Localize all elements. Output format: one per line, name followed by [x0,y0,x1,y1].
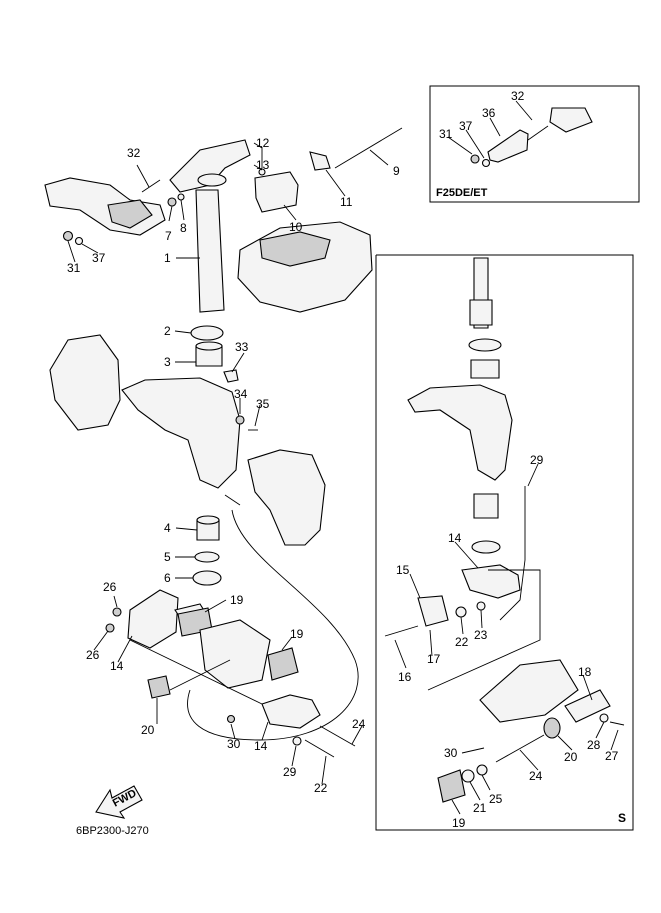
callout-37a: 37 [92,251,106,265]
callout-14a: 14 [110,659,124,673]
callout-31b: 31 [439,127,453,141]
callout-22b: 22 [455,635,469,649]
callout-24b: 24 [529,769,543,783]
callout-5: 5 [164,550,171,564]
callout-29a: 29 [283,765,297,779]
callout-19a: 19 [230,593,244,607]
callout-33: 33 [235,340,249,354]
section-marker-s: S [618,811,626,825]
callout-14c: 14 [448,531,462,545]
callout-14b: 14 [254,739,268,753]
inset-box [429,85,640,203]
callout-26a: 26 [103,580,117,594]
callout-32b: 32 [511,89,525,103]
callout-4: 4 [164,521,171,535]
callout-35: 35 [256,397,270,411]
callout-29b: 29 [530,453,544,467]
callout-23: 23 [474,628,488,642]
callout-27: 27 [605,749,619,763]
callouts: 1 2 3 4 5 6 7 8 9 10 11 12 13 14 14 14 1… [67,89,619,830]
callout-8: 8 [180,221,187,235]
callout-22a: 22 [314,781,328,795]
callout-6: 6 [164,571,171,585]
callout-37b: 37 [459,119,473,133]
callout-36: 36 [482,106,496,120]
callout-18: 18 [578,665,592,679]
callout-25: 25 [489,792,503,806]
callout-13: 13 [256,158,270,172]
callout-2: 2 [164,324,171,338]
callout-19c: 19 [452,816,466,830]
detail-box-s [375,254,634,831]
callout-10: 10 [289,220,303,234]
inset-model-label: F25DE/ET [436,187,488,199]
callout-32a: 32 [127,146,141,160]
callout-30a: 30 [227,737,241,751]
callout-17: 17 [427,652,441,666]
callout-31a: 31 [67,261,81,275]
leader-lines [67,100,619,815]
callout-12: 12 [256,136,270,150]
callout-24a: 24 [352,717,366,731]
callout-11: 11 [340,195,353,209]
main-assembly [44,127,403,758]
callout-16: 16 [398,670,412,684]
callout-9: 9 [393,164,400,178]
callout-19b: 19 [290,627,304,641]
callout-1: 1 [164,251,171,265]
callout-28: 28 [587,738,601,752]
callout-3: 3 [164,355,171,369]
callout-7: 7 [165,229,172,243]
fwd-arrow: FWD [95,785,143,819]
callout-20a: 20 [141,723,155,737]
callout-20b: 20 [564,750,578,764]
callout-15: 15 [396,563,410,577]
callout-26b: 26 [86,648,100,662]
drawing-code: 6BP2300-J270 [76,825,149,837]
callout-34: 34 [234,387,248,401]
callout-30b: 30 [444,746,458,760]
callout-21: 21 [473,801,487,815]
